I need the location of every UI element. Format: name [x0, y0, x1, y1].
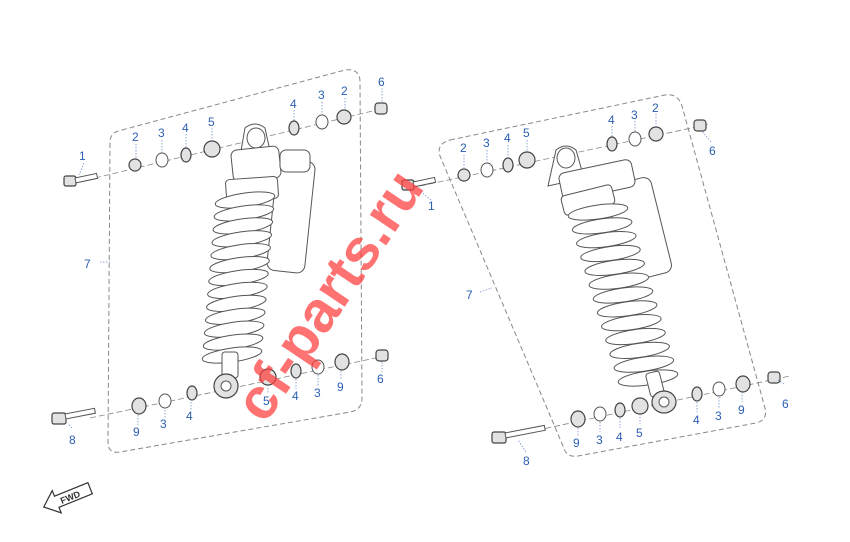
- right-top-bushing-5[interactable]: [518, 151, 536, 169]
- right-top-washer-3[interactable]: [480, 162, 494, 178]
- right-callout-6b[interactable]: 6: [782, 397, 789, 411]
- right-bottom-bolt[interactable]: [491, 424, 546, 444]
- right-callout-9b[interactable]: 9: [738, 403, 745, 417]
- right-shock-assembly: 1 2 3 4 5 4 3 2 6 7 8 9 3 4 5 4 3 9 6: [401, 94, 791, 468]
- left-bottom-washer-4[interactable]: [186, 385, 198, 401]
- right-callout-5[interactable]: 5: [523, 126, 530, 140]
- right-lower-eye[interactable]: [645, 370, 677, 414]
- right-callout-4[interactable]: 4: [504, 131, 511, 145]
- right-top-washer-4b[interactable]: [606, 136, 618, 152]
- left-callout-8[interactable]: 8: [69, 433, 76, 447]
- right-callout-5b[interactable]: 5: [636, 426, 643, 440]
- right-assembly-frame: [438, 94, 767, 457]
- right-bottom-washer-4b[interactable]: [691, 386, 703, 402]
- right-callout-3d[interactable]: 3: [715, 409, 722, 423]
- left-callout-6b[interactable]: 6: [377, 372, 384, 386]
- left-callout-2b[interactable]: 2: [341, 84, 348, 98]
- right-bottom-washer-4[interactable]: [614, 402, 626, 418]
- right-callout-4b[interactable]: 4: [608, 113, 615, 127]
- right-top-sleeve-2b[interactable]: [648, 126, 664, 142]
- left-callout-3[interactable]: 3: [158, 126, 165, 140]
- right-callout-8[interactable]: 8: [523, 454, 530, 468]
- left-top-sleeve-2b[interactable]: [336, 109, 352, 125]
- left-top-washer-4[interactable]: [180, 147, 192, 163]
- left-shock-assembly: 1 2 3 4 5 4 3 2 6 7 8 9 3 4 5 4 3 9 6: [51, 69, 389, 453]
- right-shock-absorber[interactable]: [547, 145, 673, 282]
- left-callout-2[interactable]: 2: [132, 130, 139, 144]
- left-callout-3c[interactable]: 3: [160, 417, 167, 431]
- right-coil-spring[interactable]: [567, 201, 679, 389]
- right-bottom-bushing-9[interactable]: [570, 410, 586, 428]
- right-callout-3b[interactable]: 3: [631, 108, 638, 122]
- left-top-washer-4b[interactable]: [288, 120, 300, 136]
- left-callout-9b[interactable]: 9: [337, 380, 344, 394]
- right-top-washer-4[interactable]: [502, 157, 514, 173]
- left-coil-spring[interactable]: [201, 189, 276, 366]
- left-bottom-washer-4b[interactable]: [290, 363, 302, 379]
- left-lower-eye[interactable]: [213, 351, 239, 399]
- right-callout-3[interactable]: 3: [483, 136, 490, 150]
- left-callout-1[interactable]: 1: [79, 149, 86, 163]
- left-bottom-bolt[interactable]: [51, 407, 96, 425]
- left-top-washer-3[interactable]: [155, 152, 169, 168]
- left-bottom-washer-3[interactable]: [158, 393, 172, 409]
- right-bottom-bushing-5[interactable]: [631, 397, 649, 415]
- right-callout-4d[interactable]: 4: [693, 413, 700, 427]
- left-callout-4c[interactable]: 4: [186, 409, 193, 423]
- right-callout-4c[interactable]: 4: [616, 430, 623, 444]
- left-bottom-bushing-9b[interactable]: [334, 353, 350, 371]
- right-top-nut-6[interactable]: [693, 119, 707, 132]
- right-bottom-washer-3b[interactable]: [712, 381, 726, 397]
- right-callout-2b[interactable]: 2: [652, 101, 659, 115]
- left-top-bolt[interactable]: [63, 172, 99, 187]
- fwd-arrow-icon: FWD: [42, 481, 94, 514]
- right-bottom-washer-3[interactable]: [593, 406, 607, 422]
- left-callout-3d[interactable]: 3: [314, 386, 321, 400]
- right-callout-7[interactable]: 7: [466, 288, 473, 302]
- left-callout-5b[interactable]: 5: [263, 394, 270, 408]
- left-top-sleeve-2[interactable]: [128, 158, 142, 172]
- left-callout-3b[interactable]: 3: [318, 88, 325, 102]
- left-bottom-washer-3b[interactable]: [311, 359, 325, 375]
- left-callout-6[interactable]: 6: [378, 75, 385, 89]
- right-bottom-nut-6[interactable]: [767, 371, 781, 384]
- right-callout-3c[interactable]: 3: [596, 433, 603, 447]
- left-callout-4d[interactable]: 4: [292, 389, 299, 403]
- right-callout-6[interactable]: 6: [709, 144, 716, 158]
- right-callout-9[interactable]: 9: [573, 436, 580, 450]
- left-callout-4b[interactable]: 4: [290, 97, 297, 111]
- right-callout-1[interactable]: 1: [428, 199, 435, 213]
- left-top-bushing-5[interactable]: [203, 140, 221, 158]
- left-bottom-nut-6[interactable]: [375, 349, 389, 362]
- right-callout-2[interactable]: 2: [460, 141, 467, 155]
- left-callout-9[interactable]: 9: [133, 425, 140, 439]
- left-top-nut-6[interactable]: [374, 102, 388, 115]
- left-top-axis: [94, 107, 386, 179]
- right-top-washer-3b[interactable]: [628, 131, 642, 147]
- left-assembly-frame: [107, 69, 363, 453]
- right-top-sleeve-2[interactable]: [457, 168, 471, 182]
- left-callout-5[interactable]: 5: [208, 115, 215, 129]
- left-callout-4[interactable]: 4: [182, 121, 189, 135]
- right-bottom-bushing-9b[interactable]: [735, 375, 751, 393]
- left-callout-7[interactable]: 7: [84, 257, 91, 271]
- left-top-washer-3b[interactable]: [315, 114, 329, 130]
- right-top-bolt[interactable]: [401, 176, 437, 191]
- left-bottom-bushing-9[interactable]: [131, 397, 147, 415]
